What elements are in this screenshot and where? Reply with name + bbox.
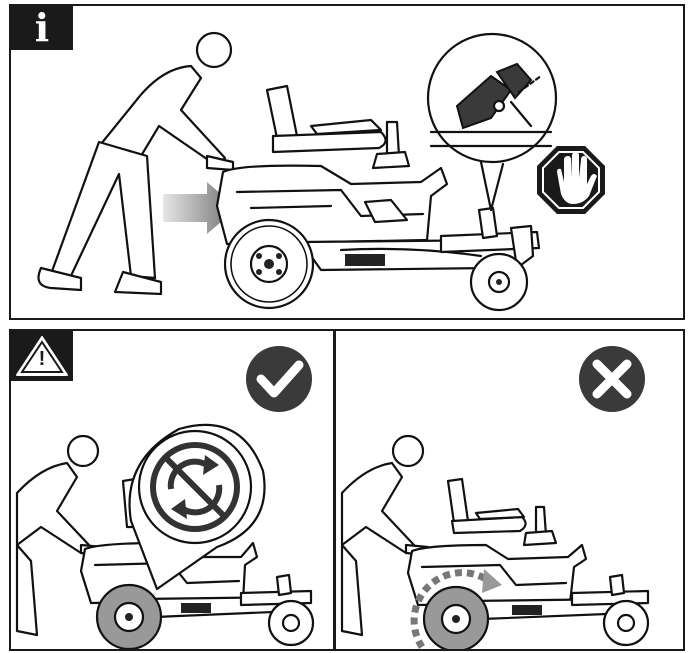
correct-method-panel: ! <box>9 329 335 651</box>
no-rotation-callout <box>128 423 266 591</box>
brake-lever-callout <box>426 32 558 212</box>
check-icon <box>246 346 312 412</box>
info-icon: i <box>34 5 50 50</box>
push-mower-illustration <box>37 31 605 312</box>
warning-triangle-icon <box>16 336 68 376</box>
person-figure <box>15 434 105 637</box>
stop-hand-icon <box>537 146 605 214</box>
warning-glyph: ! <box>38 348 46 370</box>
incorrect-method-panel <box>334 329 685 651</box>
mower <box>406 477 650 649</box>
warning-badge: ! <box>11 331 73 381</box>
wheel-rotation-arrow <box>410 569 502 649</box>
correct-method-illustration <box>15 346 315 649</box>
person-figure <box>340 434 430 637</box>
person-figure <box>37 31 235 296</box>
incorrect-method-illustration <box>340 346 650 649</box>
push-mower-panel: i <box>9 4 685 320</box>
no-rotation-icon <box>150 442 240 532</box>
info-badge: i <box>11 6 73 50</box>
cross-icon <box>579 346 645 412</box>
mower <box>215 84 541 312</box>
